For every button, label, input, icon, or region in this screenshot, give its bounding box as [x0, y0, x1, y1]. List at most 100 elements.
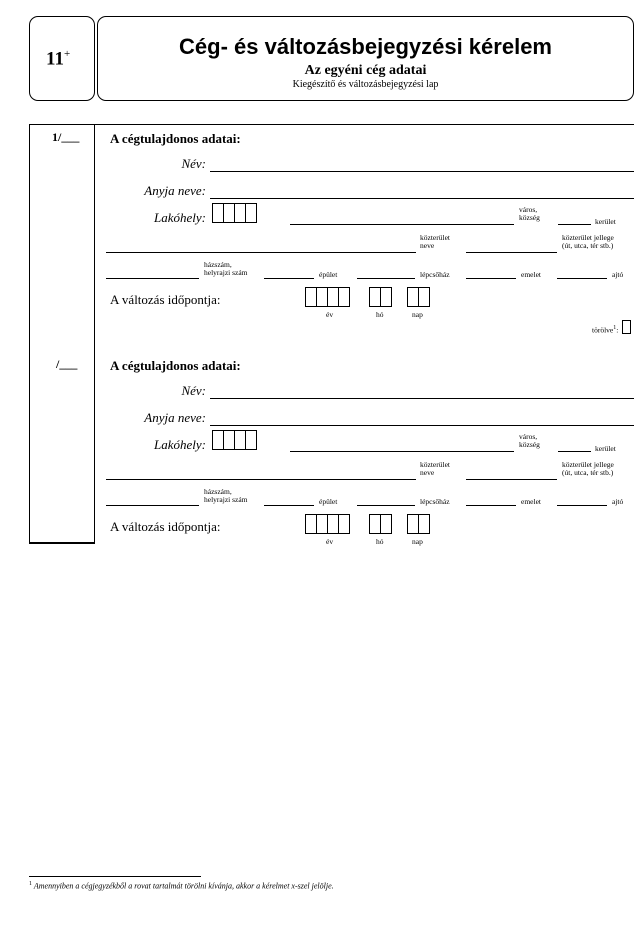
- deleted-label: törölve1:: [592, 324, 618, 335]
- mother-name-label: Anyja neve:: [144, 410, 206, 425]
- door-label: ajtó: [612, 270, 624, 279]
- street-type-field[interactable]: [466, 479, 557, 480]
- day-boxes[interactable]: [407, 287, 430, 307]
- city-field[interactable]: [290, 451, 514, 452]
- district-label: kerület: [595, 217, 616, 226]
- street-name-label-line2: neve: [420, 241, 435, 250]
- stair-field[interactable]: [357, 278, 415, 279]
- page-number-box: [29, 16, 95, 101]
- building-label: épület: [319, 270, 338, 279]
- stair-field[interactable]: [357, 505, 415, 506]
- city-label-line1: város,: [519, 205, 538, 214]
- change-date-label: A változás időpontja:: [110, 519, 221, 534]
- floor-label: emelet: [521, 270, 541, 279]
- mother-name-field[interactable]: [210, 425, 634, 426]
- section-heading: A cégtulajdonos adatai:: [110, 131, 241, 146]
- name-label: Név:: [181, 156, 206, 171]
- floor-field[interactable]: [466, 278, 516, 279]
- door-field[interactable]: [557, 505, 607, 506]
- street-name-label: közterület neve: [420, 234, 450, 250]
- footnote: 1 Amennyiben a cégjegyzékből a rovat tar…: [29, 881, 334, 891]
- street-name-label: közterület neve: [420, 461, 450, 477]
- day-boxes[interactable]: [407, 514, 430, 534]
- city-label-line2: község: [519, 440, 540, 449]
- stair-label: lépcsőház: [420, 270, 450, 279]
- street-type-field[interactable]: [466, 252, 557, 253]
- door-field[interactable]: [557, 278, 607, 279]
- page-subtitle: Az egyéni cég adatai: [304, 63, 427, 78]
- street-type-label: közterület jellege (út, utca, tér stb.): [562, 234, 614, 250]
- month-boxes[interactable]: [369, 514, 392, 534]
- address-label: Lakóhely:: [154, 437, 206, 452]
- building-label: épület: [319, 497, 338, 506]
- street-name-label-line1: közterület: [420, 233, 450, 242]
- floor-field[interactable]: [466, 505, 516, 506]
- page-number-sup: +: [63, 48, 71, 60]
- house-number-label-line2: helyrajzi szám: [204, 495, 248, 504]
- district-field[interactable]: [558, 451, 591, 452]
- building-field[interactable]: [264, 505, 314, 506]
- house-number-label: házszám, helyrajzi szám: [204, 261, 248, 277]
- deleted-label-text: törölve: [592, 325, 614, 335]
- street-type-label-line2: (út, utca, tér stb.): [562, 241, 614, 250]
- footnote-text: Amennyiben a cégjegyzékből a rovat tarta…: [33, 881, 334, 891]
- deleted-checkbox[interactable]: [622, 320, 631, 334]
- street-type-label-line1: közterület jellege: [562, 460, 614, 469]
- stair-label: lépcsőház: [420, 497, 450, 506]
- postal-code-boxes[interactable]: [212, 203, 257, 223]
- row-number: /___: [56, 357, 78, 371]
- year-boxes[interactable]: [305, 287, 350, 307]
- page-title: Cég- és változásbejegyzési kérelem: [179, 34, 552, 59]
- year-label: év: [326, 537, 334, 546]
- house-number-label-line2: helyrajzi szám: [204, 268, 248, 277]
- mother-name-label: Anyja neve:: [144, 183, 206, 198]
- door-label: ajtó: [612, 497, 624, 506]
- street-type-label-line1: közterület jellege: [562, 233, 614, 242]
- district-label: kerület: [595, 444, 616, 453]
- deleted-label-colon: :: [616, 325, 619, 335]
- month-label: hó: [376, 310, 384, 319]
- change-date-label: A változás időpontja:: [110, 292, 221, 307]
- month-boxes[interactable]: [369, 287, 392, 307]
- name-field[interactable]: [210, 398, 634, 399]
- name-field[interactable]: [210, 171, 634, 172]
- name-label: Név:: [181, 383, 206, 398]
- postal-code-boxes[interactable]: [212, 430, 257, 450]
- street-name-label-line1: közterület: [420, 460, 450, 469]
- street-name-label-line2: neve: [420, 468, 435, 477]
- street-name-field[interactable]: [106, 252, 416, 253]
- footnote-marker: 1: [29, 881, 32, 887]
- month-label: hó: [376, 537, 384, 546]
- house-number-label-line1: házszám,: [204, 487, 232, 496]
- address-label: Lakóhely:: [154, 210, 206, 225]
- day-label: nap: [412, 310, 423, 319]
- street-type-label: közterület jellege (út, utca, tér stb.): [562, 461, 614, 477]
- footnote-rule: [29, 876, 201, 877]
- deleted-label-sup: 1: [613, 325, 617, 331]
- city-label-line1: város,: [519, 432, 538, 441]
- house-number-field[interactable]: [106, 278, 199, 279]
- left-column-frame: [29, 124, 95, 544]
- top-divider: [95, 124, 634, 125]
- house-number-label-line1: házszám,: [204, 260, 232, 269]
- house-number-label: házszám, helyrajzi szám: [204, 488, 248, 504]
- city-field[interactable]: [290, 224, 514, 225]
- floor-label: emelet: [521, 497, 541, 506]
- house-number-field[interactable]: [106, 505, 199, 506]
- street-type-label-line2: (út, utca, tér stb.): [562, 468, 614, 477]
- city-label: város, község: [519, 433, 540, 449]
- street-name-field[interactable]: [106, 479, 416, 480]
- title-box: [97, 16, 634, 101]
- page-number: 11+: [46, 48, 70, 70]
- day-label: nap: [412, 537, 423, 546]
- building-field[interactable]: [264, 278, 314, 279]
- mother-name-field[interactable]: [210, 198, 634, 199]
- year-boxes[interactable]: [305, 514, 350, 534]
- section-heading: A cégtulajdonos adatai:: [110, 358, 241, 373]
- sheet-label: Kiegészítő és változásbejegyzési lap: [292, 79, 439, 90]
- year-label: év: [326, 310, 334, 319]
- page-number-value: 11: [46, 48, 64, 70]
- row-number: 1/___: [52, 130, 80, 144]
- district-field[interactable]: [558, 224, 591, 225]
- city-label-line2: község: [519, 213, 540, 222]
